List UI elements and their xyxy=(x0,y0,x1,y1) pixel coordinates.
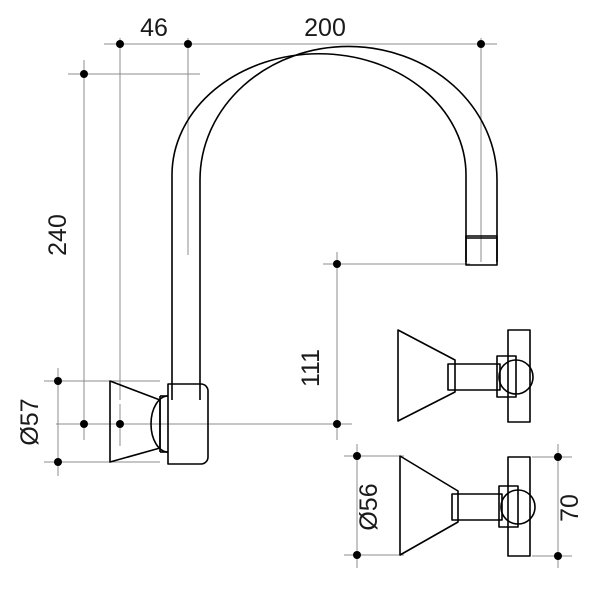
dim-dot-top-right xyxy=(477,40,485,48)
handle-upper-collar xyxy=(496,355,517,398)
handle-lower-bar xyxy=(507,456,531,557)
handle-lower-hub xyxy=(500,489,536,525)
dim-label-dia56: Ø56 xyxy=(355,483,383,530)
dim-dot-top-left xyxy=(116,40,124,48)
part-geometry xyxy=(109,45,536,557)
cross-handle-assembly-upper xyxy=(397,329,534,423)
spout-swivel-collar xyxy=(150,395,169,453)
handle-lower-flange-cone xyxy=(399,455,459,556)
dim-label-46: 46 xyxy=(140,14,168,42)
dim-dot-70-top xyxy=(554,453,562,461)
dim-dot-dia57-top xyxy=(54,377,62,385)
handle-upper-hub xyxy=(498,359,534,395)
dimension-lines xyxy=(44,38,572,568)
spout-base-block xyxy=(167,383,209,465)
spout-outer-profile xyxy=(171,52,467,400)
handle-upper-flange-cone xyxy=(397,329,456,422)
handle-lower-collar xyxy=(498,485,519,528)
dimension-labels: 46 200 240 111 Ø57 Ø56 70 xyxy=(16,14,584,531)
dim-dot-111-top xyxy=(333,260,341,268)
dim-label-70: 70 xyxy=(556,494,584,522)
dimension-dots xyxy=(54,40,562,560)
dim-label-111: 111 xyxy=(297,349,325,387)
dim-label-240: 240 xyxy=(44,214,72,256)
dim-dot-dia56-bot xyxy=(353,551,361,559)
outlet-nozzle xyxy=(465,235,498,266)
handle-lower-stem xyxy=(451,493,503,521)
dim-label-dia57: Ø57 xyxy=(16,398,44,445)
handle-upper-stem xyxy=(447,363,501,391)
dim-dot-240-top xyxy=(80,70,88,78)
spout-inner-profile xyxy=(199,45,498,400)
dim-label-200: 200 xyxy=(304,14,346,42)
dim-dot-top-mid xyxy=(184,40,192,48)
dim-dot-70-bot xyxy=(554,552,562,560)
cross-handle-assembly-lower xyxy=(399,455,536,557)
dim-dot-dia57-bot xyxy=(54,458,62,466)
dim-dot-111-bottom xyxy=(333,420,341,428)
dim-dot-240-bottom xyxy=(80,420,88,428)
spout-wall-flange xyxy=(109,380,161,463)
dim-dot-dia56-top xyxy=(353,452,361,460)
dim-dot-centre xyxy=(116,420,124,428)
handle-upper-bar xyxy=(507,329,531,423)
